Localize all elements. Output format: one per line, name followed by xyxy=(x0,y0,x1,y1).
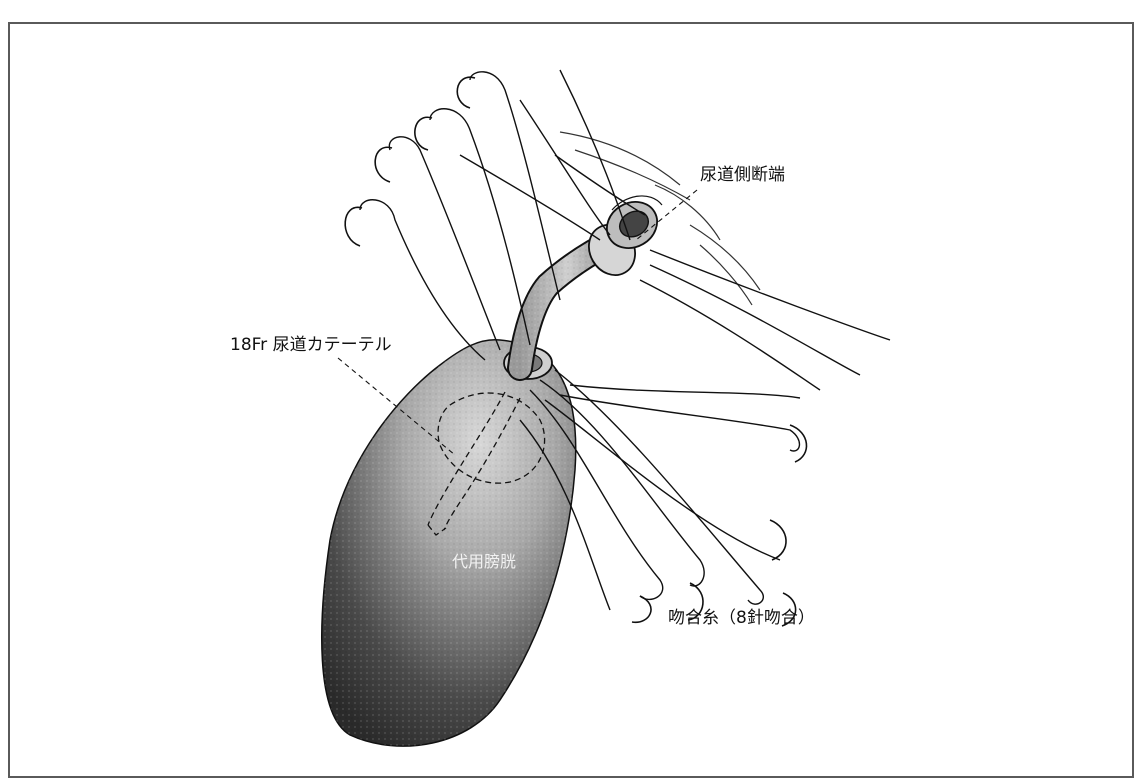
label-urethral-stump: 尿道側断端 xyxy=(700,160,785,185)
label-neobladder: 代用膀胱 xyxy=(452,548,516,572)
label-catheter: 18Fr 尿道カテーテル xyxy=(230,330,392,355)
neobladder-shape xyxy=(322,340,576,746)
label-suture: 吻合糸（8針吻合） xyxy=(668,603,815,628)
urethral-stump xyxy=(580,193,666,284)
tissue-lines xyxy=(560,132,760,305)
